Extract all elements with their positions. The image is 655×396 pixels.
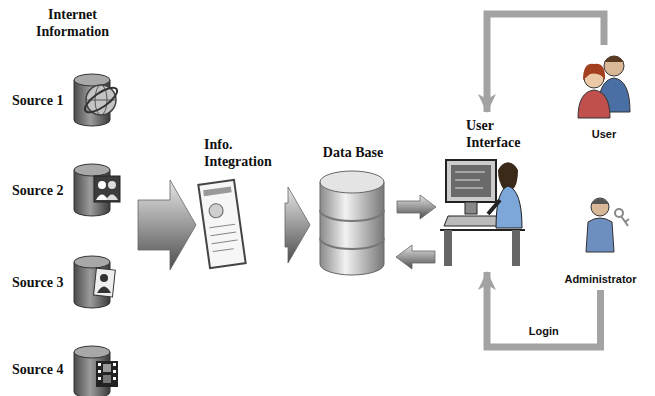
source-icon: [74, 74, 121, 126]
user-icon: [578, 56, 630, 118]
source-icon: [74, 256, 115, 308]
node-label: User Interface: [466, 117, 532, 151]
node-label: Info. Integration: [204, 136, 282, 170]
source-icon: [74, 346, 118, 396]
node-label: Source 2: [12, 182, 63, 199]
node-label: Data Base: [323, 144, 383, 161]
source-node: Source 2: [12, 160, 122, 220]
node-label: Source 3: [12, 274, 63, 291]
flow-arrow: [487, 14, 604, 112]
block-arrow: [397, 195, 436, 219]
block-arrow: [396, 245, 435, 269]
node-label: Source 1: [12, 92, 63, 109]
source-node: Source 4: [12, 344, 122, 394]
node-label: User: [592, 128, 616, 141]
component-node: Data Base: [312, 140, 394, 278]
source-node: Source 3: [12, 252, 122, 312]
block-arrow: [285, 187, 310, 263]
component-node: Info. Integration: [198, 132, 282, 270]
node-label: Administrator: [564, 273, 636, 286]
component-node: Administrator: [553, 190, 648, 290]
component-node: User Interface: [438, 112, 536, 272]
document-icon: [198, 180, 245, 268]
source-node: Source 1: [12, 70, 122, 130]
edge-label: Login: [526, 325, 562, 338]
block-arrow: [138, 180, 196, 270]
component-node: User: [568, 45, 640, 145]
administrator-icon: [586, 198, 629, 252]
source-icon: [74, 164, 120, 216]
database-cylinder: [320, 171, 384, 275]
computer-user-icon: [440, 160, 525, 266]
node-label: Internet Information: [23, 6, 123, 40]
node-label: Source 4: [12, 361, 63, 378]
source-group: Internet InformationSource 1 Source 2 Sour…: [10, 0, 135, 396]
